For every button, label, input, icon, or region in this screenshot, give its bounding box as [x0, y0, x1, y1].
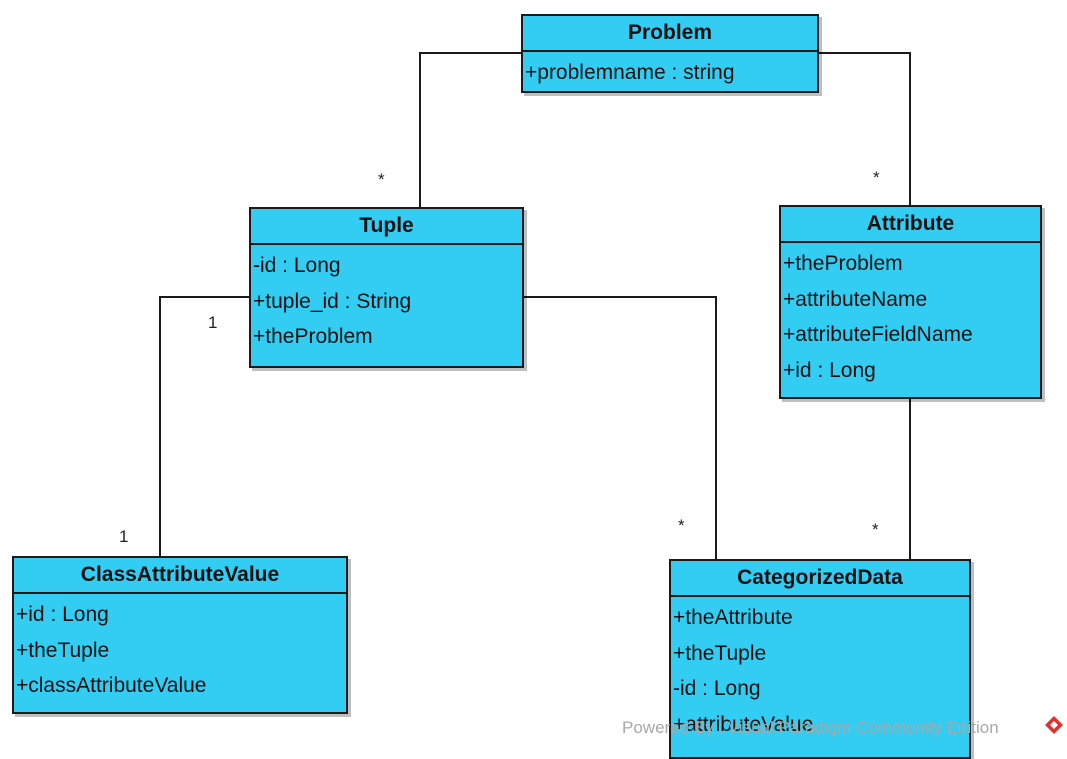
association-problem-attribute	[818, 52, 911, 206]
class-attribute-box[interactable]: Attribute +theProblem +attributeName +at…	[779, 205, 1042, 399]
multiplicity-label: *	[872, 520, 879, 539]
multiplicity-label: 1	[119, 527, 129, 546]
class-attribute: +attributeName	[783, 287, 928, 311]
class-attribute: +theAttribute	[673, 606, 793, 629]
multiplicity-label: *	[873, 168, 880, 187]
class-attribute: +attributeValue	[673, 712, 814, 736]
class-name: Problem	[523, 16, 817, 52]
class-attribute: +theTuple	[16, 638, 110, 662]
class-attribute: +theProblem	[253, 325, 373, 348]
multiplicity-label: *	[378, 170, 385, 189]
class-attribute: +theProblem	[783, 252, 903, 275]
class-tuple[interactable]: Tuple -id : Long +tuple_id : String +the…	[249, 207, 524, 368]
class-attribute: +tuple_id : String	[253, 289, 412, 313]
multiplicity-label: 1	[208, 313, 218, 332]
multiplicity-label: *	[678, 516, 685, 535]
class-attribute: +id : Long	[16, 603, 109, 626]
class-attribute: +theTuple	[673, 641, 767, 665]
powered-by-watermark: Powered By : Visual Paradigm Community E…	[622, 718, 999, 737]
class-attribute: +id : Long	[783, 358, 876, 382]
class-attribute: +problemname : string	[525, 61, 735, 84]
class-name: Attribute	[781, 207, 1040, 243]
association-problem-tuple	[419, 52, 522, 209]
class-attribute: +attributeFieldName	[783, 323, 973, 346]
class-categorizeddata[interactable]: CategorizedData +theAttribute +theTuple …	[669, 559, 971, 759]
class-name: CategorizedData	[671, 561, 969, 597]
class-problem[interactable]: Problem +problemname : string	[521, 14, 819, 93]
visual-paradigm-logo-icon	[1045, 716, 1063, 734]
association-tuple-classattributevalue	[159, 296, 250, 557]
association-tuple-categorizeddata	[522, 296, 717, 560]
class-attribute: -id : Long	[253, 254, 341, 277]
class-attribute: -id : Long	[673, 677, 761, 700]
class-attribute: +classAttributeValue	[16, 674, 207, 697]
class-classattributevalue[interactable]: ClassAttributeValue +id : Long +theTuple…	[12, 556, 348, 714]
class-name: ClassAttributeValue	[14, 558, 346, 594]
class-name: Tuple	[251, 209, 522, 245]
